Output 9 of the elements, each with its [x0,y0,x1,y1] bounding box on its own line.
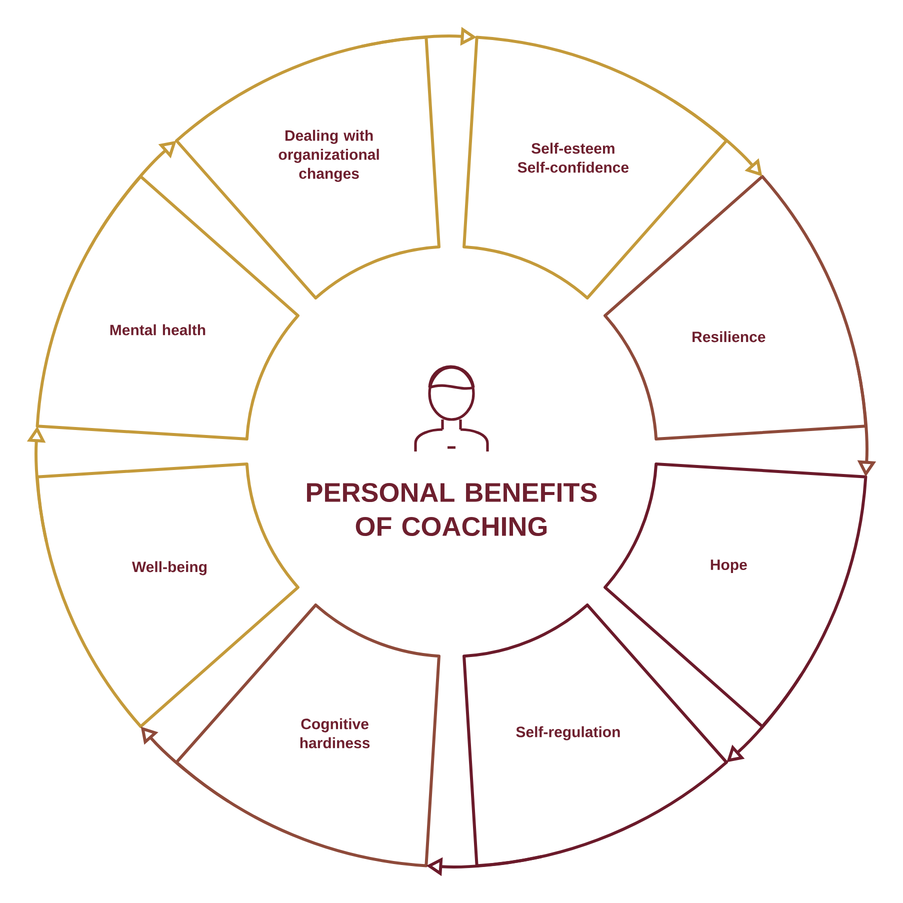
segment: Dealing with organizational changes [175,36,440,300]
segment: Resilience [604,175,868,440]
segment: Well-being [36,462,300,728]
title: PERSONAL BENEFITS OF COACHING [307,482,597,536]
segment: Self-regulation [462,604,728,868]
segment: Self-esteem Self-confidence [462,36,728,300]
segment: Cognitive hardiness [175,604,440,868]
segment: Hope [604,462,868,728]
segment: Mental health [36,175,300,440]
